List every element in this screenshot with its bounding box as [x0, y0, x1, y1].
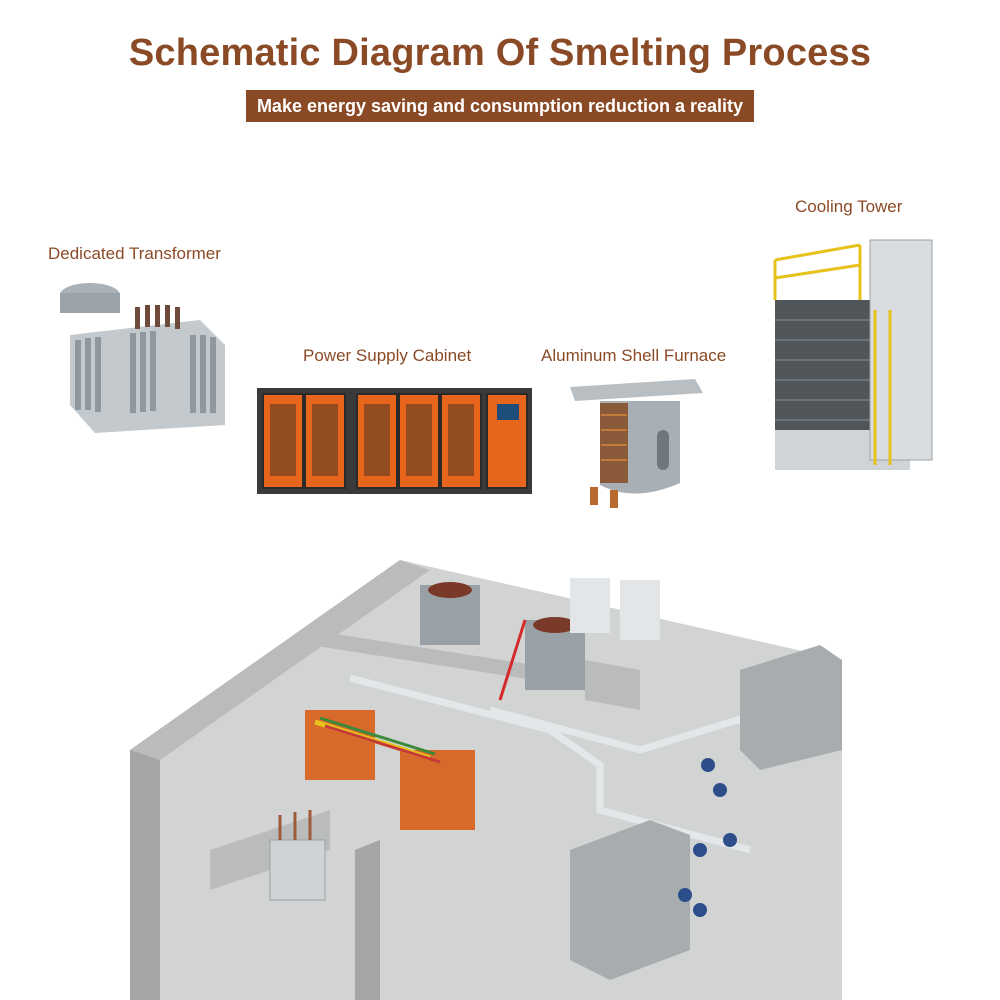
transformer-label: Dedicated Transformer	[48, 244, 221, 263]
cooling-tower-image	[773, 239, 933, 470]
transformer-image	[60, 283, 225, 433]
furnace-image	[570, 379, 703, 508]
power-cabinet-label: Power Supply Cabinet	[303, 346, 472, 365]
plant-layout-diagram	[130, 560, 842, 1000]
cooling-tower-label: Cooling Tower	[795, 197, 903, 216]
power-cabinet-image	[257, 388, 532, 494]
subtitle-banner: Make energy saving and consumption reduc…	[246, 90, 754, 122]
furnace-label: Aluminum Shell Furnace	[541, 346, 727, 365]
page-title: Schematic Diagram Of Smelting Process	[128, 32, 872, 74]
